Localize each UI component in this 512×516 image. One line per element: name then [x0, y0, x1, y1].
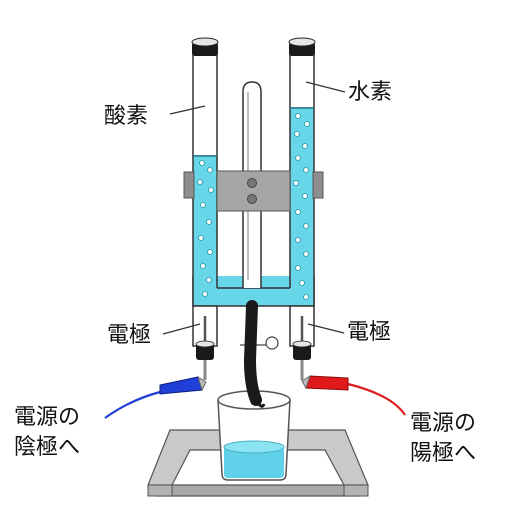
- label-electrode-left: 電極: [107, 323, 152, 348]
- stand-base: [147, 429, 369, 497]
- right-electrode: [289, 305, 315, 380]
- right-stopper: [288, 37, 316, 56]
- bubbles: [197, 113, 310, 300]
- left-stopper: [191, 37, 219, 56]
- leader-lines: [162, 81, 346, 335]
- label-anode-line1: 電源の: [410, 411, 477, 436]
- label-anode-line2: 陽極へ: [410, 441, 477, 466]
- label-cathode-line1: 電源の: [14, 405, 81, 430]
- red-alligator-clip-icon: [301, 374, 406, 416]
- left-electrode: [192, 305, 218, 380]
- blue-alligator-clip-icon: [104, 375, 207, 419]
- right-tube-hydrogen: [289, 51, 315, 307]
- label-hydrogen: 水素: [348, 80, 393, 105]
- clamp: [183, 170, 324, 212]
- label-cathode-line2: 陰極へ: [14, 435, 81, 460]
- label-electrode-right: 電極: [347, 320, 392, 345]
- drain-hose: [243, 300, 266, 408]
- label-oxygen: 酸素: [104, 104, 149, 129]
- beaker-icon: [217, 390, 291, 481]
- beaker-liquid: [224, 447, 284, 478]
